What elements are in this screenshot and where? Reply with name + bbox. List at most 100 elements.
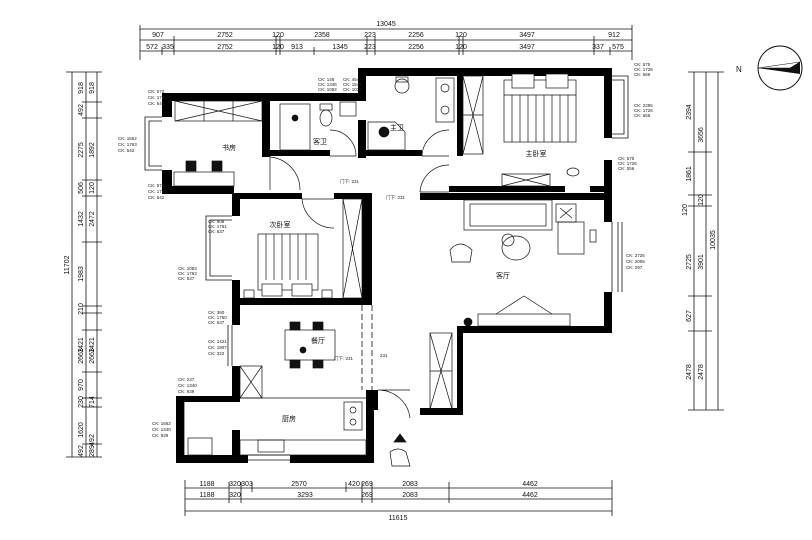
- bottom-row2-dim: 320: [229, 492, 241, 499]
- second-bed: [257, 233, 319, 291]
- left-dim: 1432: [78, 211, 85, 227]
- tv-cabinet: [477, 313, 571, 327]
- guest-bath-label: 客卫: [313, 137, 327, 146]
- top-row1-dim: 2752: [217, 32, 233, 39]
- top-row2-dim: 337: [592, 44, 604, 51]
- bottom-row2-dim: 269: [361, 492, 373, 499]
- note-kitchen-top: CK: 1340: [178, 383, 197, 388]
- study-desk: [173, 171, 235, 187]
- note-master-bath: CK: 1022: [343, 87, 362, 92]
- top-row2-dim: 913: [291, 44, 303, 51]
- furniture: [173, 73, 597, 467]
- right-outer-dim: 2478: [698, 364, 705, 380]
- top-row2-dim: 3497: [519, 44, 535, 51]
- note-second-bed-low: CK: 537: [208, 320, 225, 325]
- top-row1-dim: 223: [364, 32, 376, 39]
- top-row1-dim: 3497: [519, 32, 535, 39]
- top-row2-dim: 120: [455, 44, 467, 51]
- note-second-bed-bay: CK: 1763: [178, 271, 197, 276]
- note-living: CK: 2726: [626, 253, 645, 258]
- note-second-bed: CK: 537: [208, 229, 225, 234]
- top-row1-dim: 2358: [314, 32, 330, 39]
- note-dining: CK: 1421: [208, 339, 227, 344]
- bottom-row1-dim: 303: [241, 481, 253, 488]
- walls: [162, 68, 612, 463]
- note-study-bay: CK: 1763: [118, 142, 137, 147]
- dining-room-label: 餐厅: [311, 336, 325, 345]
- master-dresser: [501, 173, 551, 187]
- left-dim: 492: [78, 104, 85, 116]
- left-outer-dim: 1421: [89, 337, 96, 353]
- right-dim: 1861: [686, 166, 693, 182]
- right-dimension-lines: [688, 71, 724, 411]
- top-row2-dim: 1345: [332, 44, 348, 51]
- left-dim: 492: [78, 445, 85, 457]
- note-kitchen-low: CK: 939: [152, 433, 169, 438]
- right-overall-dim: 10035: [710, 230, 717, 250]
- bottom-dimension-lines: [184, 480, 613, 516]
- note-door: 门下: 231: [386, 194, 406, 201]
- right-dim: 627: [686, 310, 693, 322]
- note-master-bed-top: CK: 575: [634, 62, 651, 67]
- top-row1-dim: 120: [455, 32, 467, 39]
- note-second-bed-low: CK: 360: [208, 310, 225, 315]
- guest-toilet-icon: [319, 109, 333, 127]
- note-kitchen-low: CK: 1662: [152, 421, 171, 426]
- window-notes: CK: 572 CK: 1760 CK: 542 CK: 1662 CK: 17…: [118, 62, 653, 438]
- bottom-overall-dim: 11615: [389, 515, 408, 522]
- top-row2-dim: 335: [162, 44, 174, 51]
- note-study-bay: CK: 1662: [118, 136, 137, 141]
- note-study: CK: 542: [148, 101, 165, 106]
- note-living: CK: 297: [626, 265, 643, 270]
- bottom-dimension-text: 1188 320 303 2570 420 269 2083 4462 1188…: [199, 481, 537, 522]
- top-row1-dim: 907: [152, 32, 164, 39]
- master-bed: [503, 79, 577, 143]
- living-armchair: [449, 243, 473, 263]
- kitchen-label: 厨房: [282, 414, 296, 423]
- note-kitchen-top: CK: 237: [178, 377, 195, 382]
- right-outer-dim: 3656: [698, 127, 705, 143]
- note-master-bed-side: CK: 556: [634, 113, 651, 118]
- bottom-row2-dim: 2083: [402, 492, 418, 499]
- bottom-row2-dim: 4462: [522, 492, 538, 499]
- guest-basin-icon: [339, 101, 357, 117]
- left-outer-dim: 492: [89, 434, 96, 446]
- note-second-bed-bay: CK: 1083: [178, 266, 197, 271]
- top-row1-dim: 2256: [408, 32, 424, 39]
- right-dim: 2394: [686, 104, 693, 120]
- windows-and-thin-lines: [144, 75, 629, 461]
- study-chair-icon: [211, 160, 223, 172]
- dining-table: [284, 329, 336, 361]
- sink-icon: [257, 439, 285, 453]
- top-row2-dim: 120: [272, 44, 284, 51]
- note-door: 门下: 231: [334, 355, 354, 362]
- note-master-bed-top: CK: 1726: [634, 67, 653, 72]
- right-dim: 2725: [686, 254, 693, 270]
- living-sofa: [463, 199, 553, 231]
- study-chair-icon: [185, 160, 197, 172]
- note-master-bath: CK: 1541: [343, 82, 362, 87]
- left-dim: 1421: [78, 337, 85, 353]
- note-study: CK: 572: [148, 89, 165, 94]
- bottom-row1-dim: 2083: [402, 481, 418, 488]
- room-labels: 书房 客卫 主卫 主卧室 次卧室 客厅 餐厅 厨房: [222, 123, 547, 423]
- left-outer-dim: 2472: [89, 211, 96, 227]
- study-wardrobe: [174, 100, 263, 122]
- entrance-arrow-icon: [393, 433, 407, 443]
- top-row2-dim: 223: [364, 44, 376, 51]
- note-master-bed-low: CK: 556: [618, 166, 635, 171]
- top-row1-dim: 120: [272, 32, 284, 39]
- right-dimension-text: 2394 1861 2725 627 2478 120 3656 3901 24…: [682, 104, 717, 380]
- note-door: 231: [380, 353, 388, 358]
- bottom-row1-dim: 320: [229, 481, 241, 488]
- note-dining: CK: 322: [208, 351, 225, 356]
- left-dim: 506: [78, 182, 85, 194]
- bottom-row1-dim: 420: [348, 481, 360, 488]
- master-vanity: [435, 77, 455, 123]
- entrance-mat: [389, 448, 411, 467]
- note-master-bed-side: CK: 2295: [634, 103, 653, 108]
- left-dim: 918: [78, 82, 85, 94]
- note-master-bed-side: CK: 1726: [634, 108, 653, 113]
- kitchen-counter: [239, 439, 367, 456]
